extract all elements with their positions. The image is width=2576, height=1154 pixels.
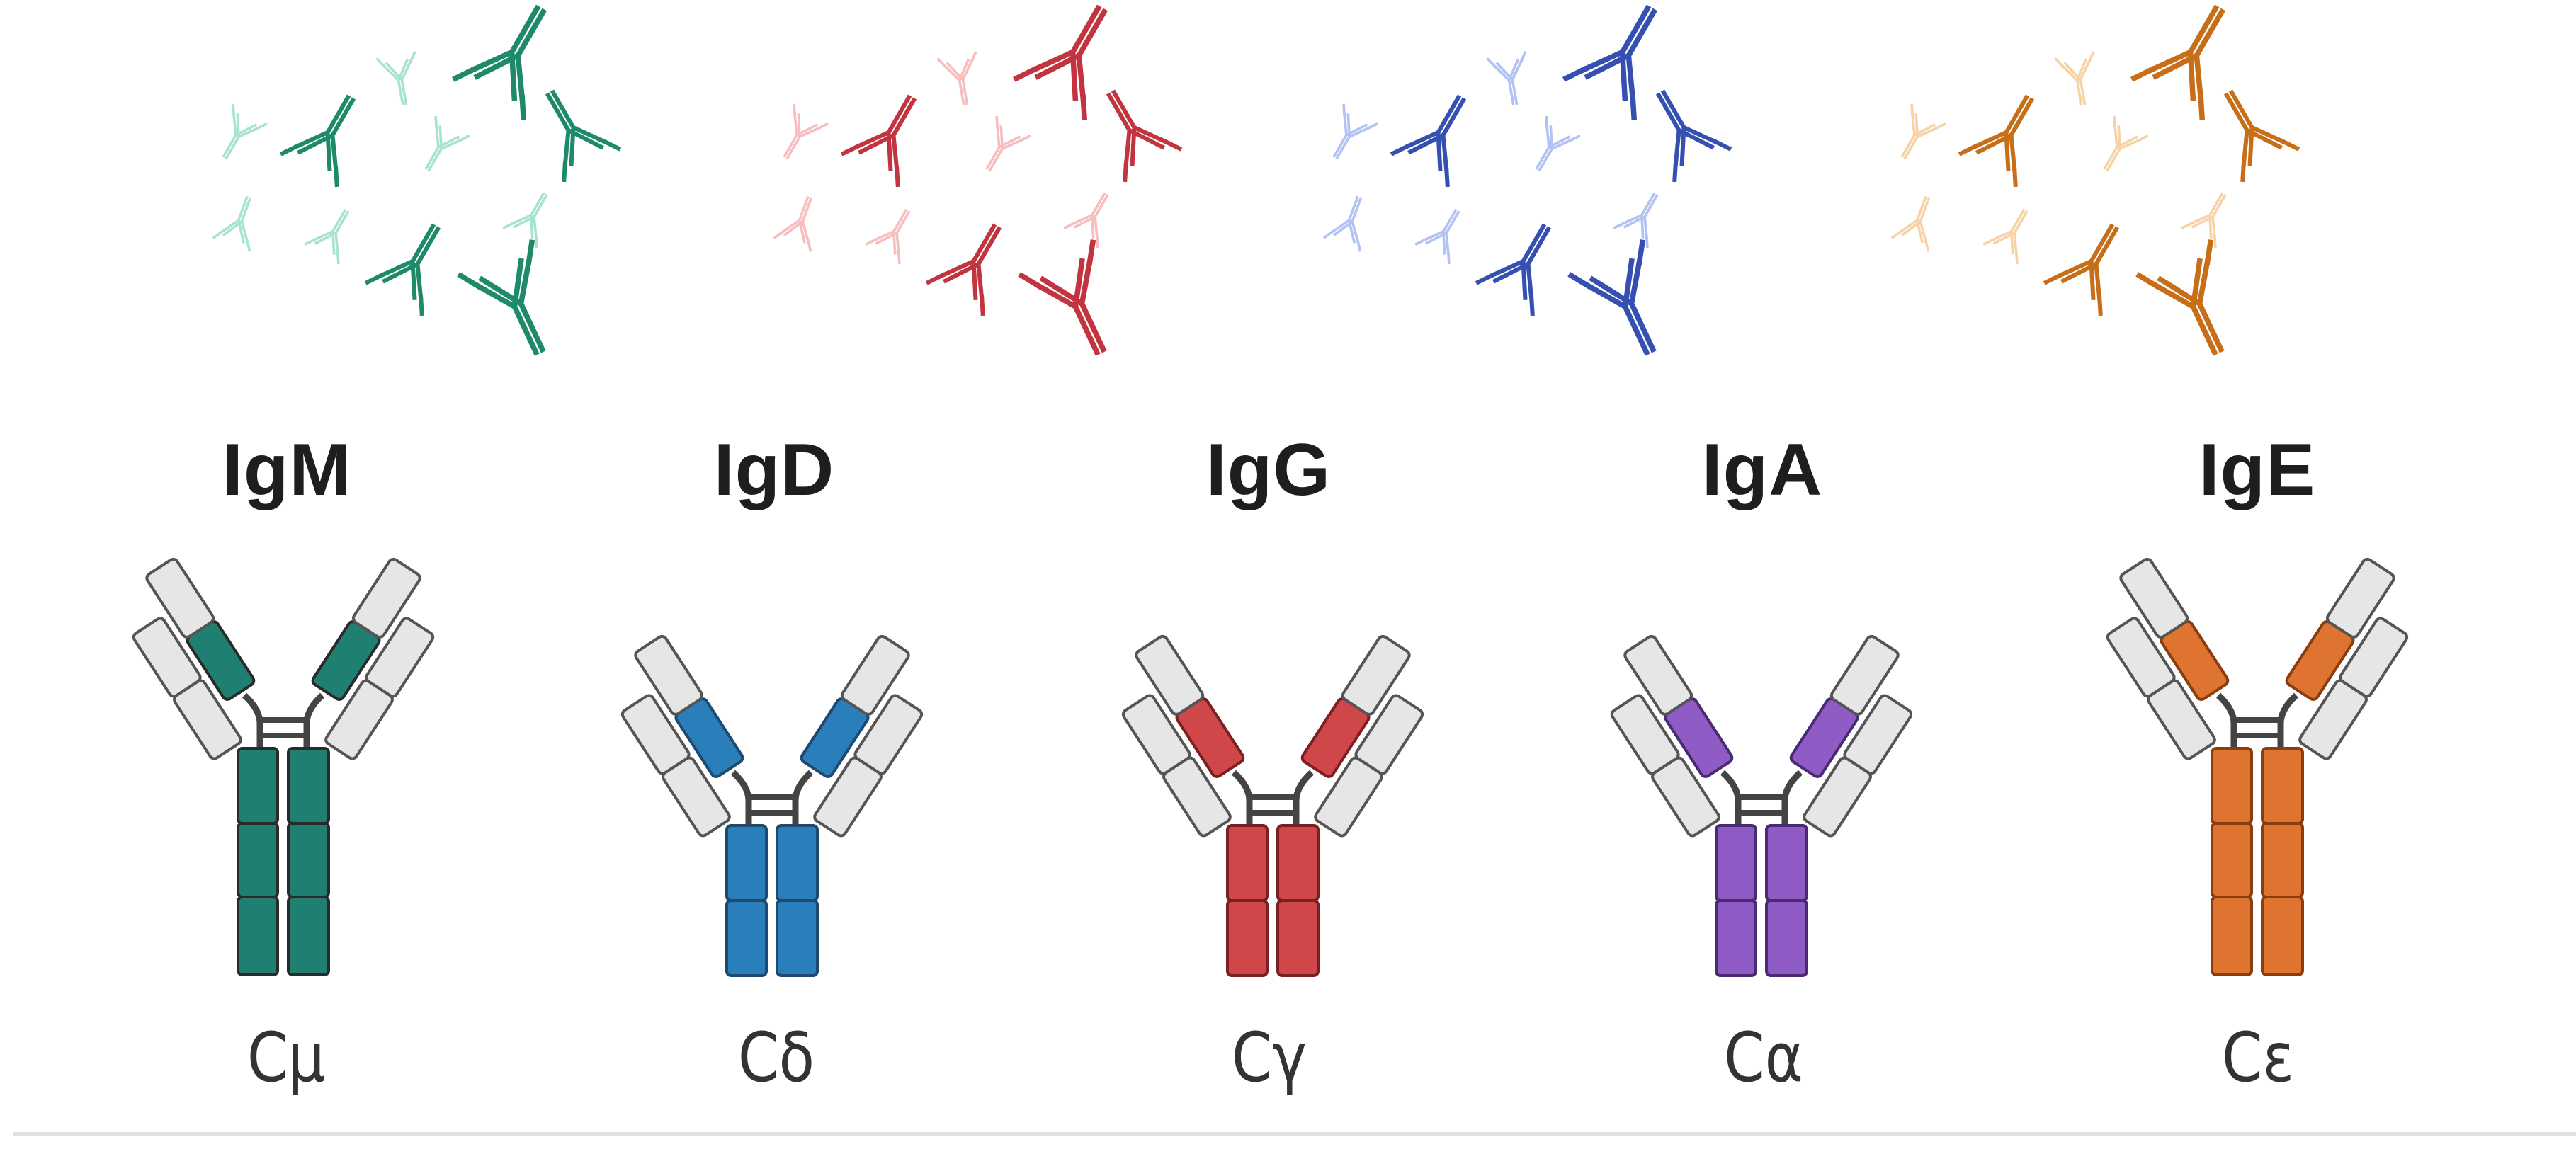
c-alpha-label: Cα (1723, 1018, 1804, 1097)
c-epsilon-label: Cε (2221, 1018, 2295, 1097)
bottom-divider (13, 1132, 2576, 1136)
green-antibody-cluster (206, 0, 620, 370)
hinge-region (730, 770, 814, 825)
c-delta-label: Cδ (737, 1018, 815, 1097)
fab-arm-right (2285, 557, 2409, 760)
fab-arm-left (1121, 634, 1245, 838)
fab-arm-right (1300, 634, 1424, 838)
c-mu-label: Cμ (246, 1018, 326, 1097)
iga-antibody-structure (1610, 634, 1913, 977)
igd-label: IgD (713, 429, 835, 511)
fab-arm-left (620, 634, 744, 838)
hinge-region (2215, 692, 2299, 748)
heavy-chain-constant-domains (1715, 824, 1808, 977)
ige-antibody-structure (2106, 557, 2409, 976)
blue-antibody-cluster (1317, 0, 1731, 370)
fab-arm-left (132, 557, 256, 760)
hinge-region (1231, 770, 1315, 825)
hinge-region (242, 692, 325, 748)
fab-arm-right (800, 634, 924, 838)
fab-arm-right (1789, 634, 1913, 838)
igd-antibody-structure (620, 634, 924, 977)
igm-label: IgM (222, 429, 352, 511)
heavy-chain-constant-domains (2211, 747, 2304, 976)
c-gamma-label: Cγ (1231, 1018, 1307, 1097)
heavy-chain-constant-domains (1226, 824, 1320, 977)
fab-arm-right (311, 557, 435, 760)
igg-antibody-structure (1121, 634, 1424, 977)
fab-arm-left (1610, 634, 1734, 838)
igg-label: IgG (1205, 429, 1332, 511)
igm-antibody-structure (132, 557, 435, 976)
heavy-chain-constant-domains (725, 824, 819, 977)
heavy-chain-constant-domains (237, 747, 330, 976)
orange-antibody-cluster (1885, 0, 2299, 370)
hinge-region (1720, 770, 1803, 825)
red-antibody-cluster (767, 0, 1181, 370)
ige-label: IgE (2198, 429, 2316, 511)
fab-arm-left (2106, 557, 2230, 760)
iga-label: IgA (1701, 429, 1823, 511)
